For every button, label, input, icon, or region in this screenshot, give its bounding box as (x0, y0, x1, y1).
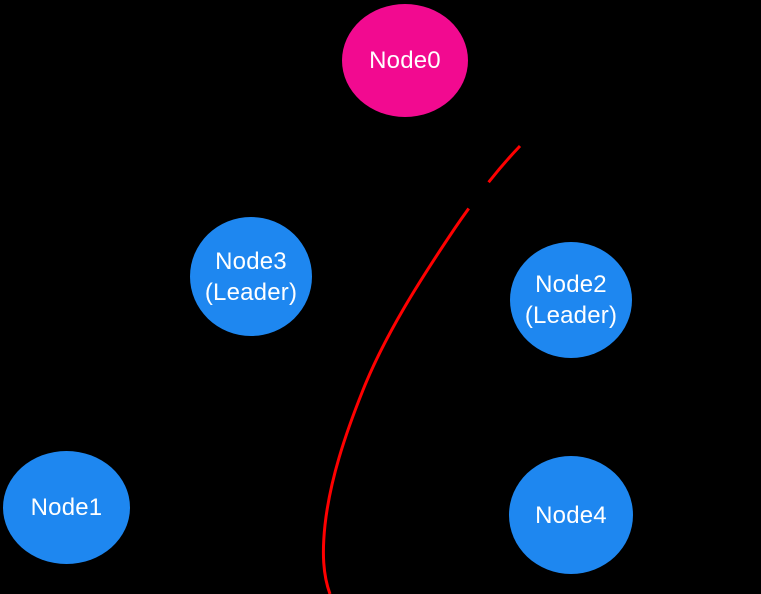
network-partition-line (321, 144, 522, 594)
node4-circle: Node4 (509, 456, 633, 574)
node2-label: Node2 (535, 271, 607, 298)
node3-circle: Node3 (Leader) (190, 217, 312, 336)
node2-role-label: (Leader) (524, 302, 618, 329)
node3-role-label: (Leader) (204, 278, 298, 306)
node2-circle: Node2 (Leader) (510, 242, 632, 358)
node1-circle: Node1 (3, 451, 130, 564)
node0-circle: Node0 (342, 4, 468, 117)
node0-label: Node0 (369, 47, 441, 74)
node4-label: Node4 (535, 501, 607, 529)
node1-label: Node1 (30, 494, 103, 521)
node3-label: Node3 (215, 247, 287, 275)
